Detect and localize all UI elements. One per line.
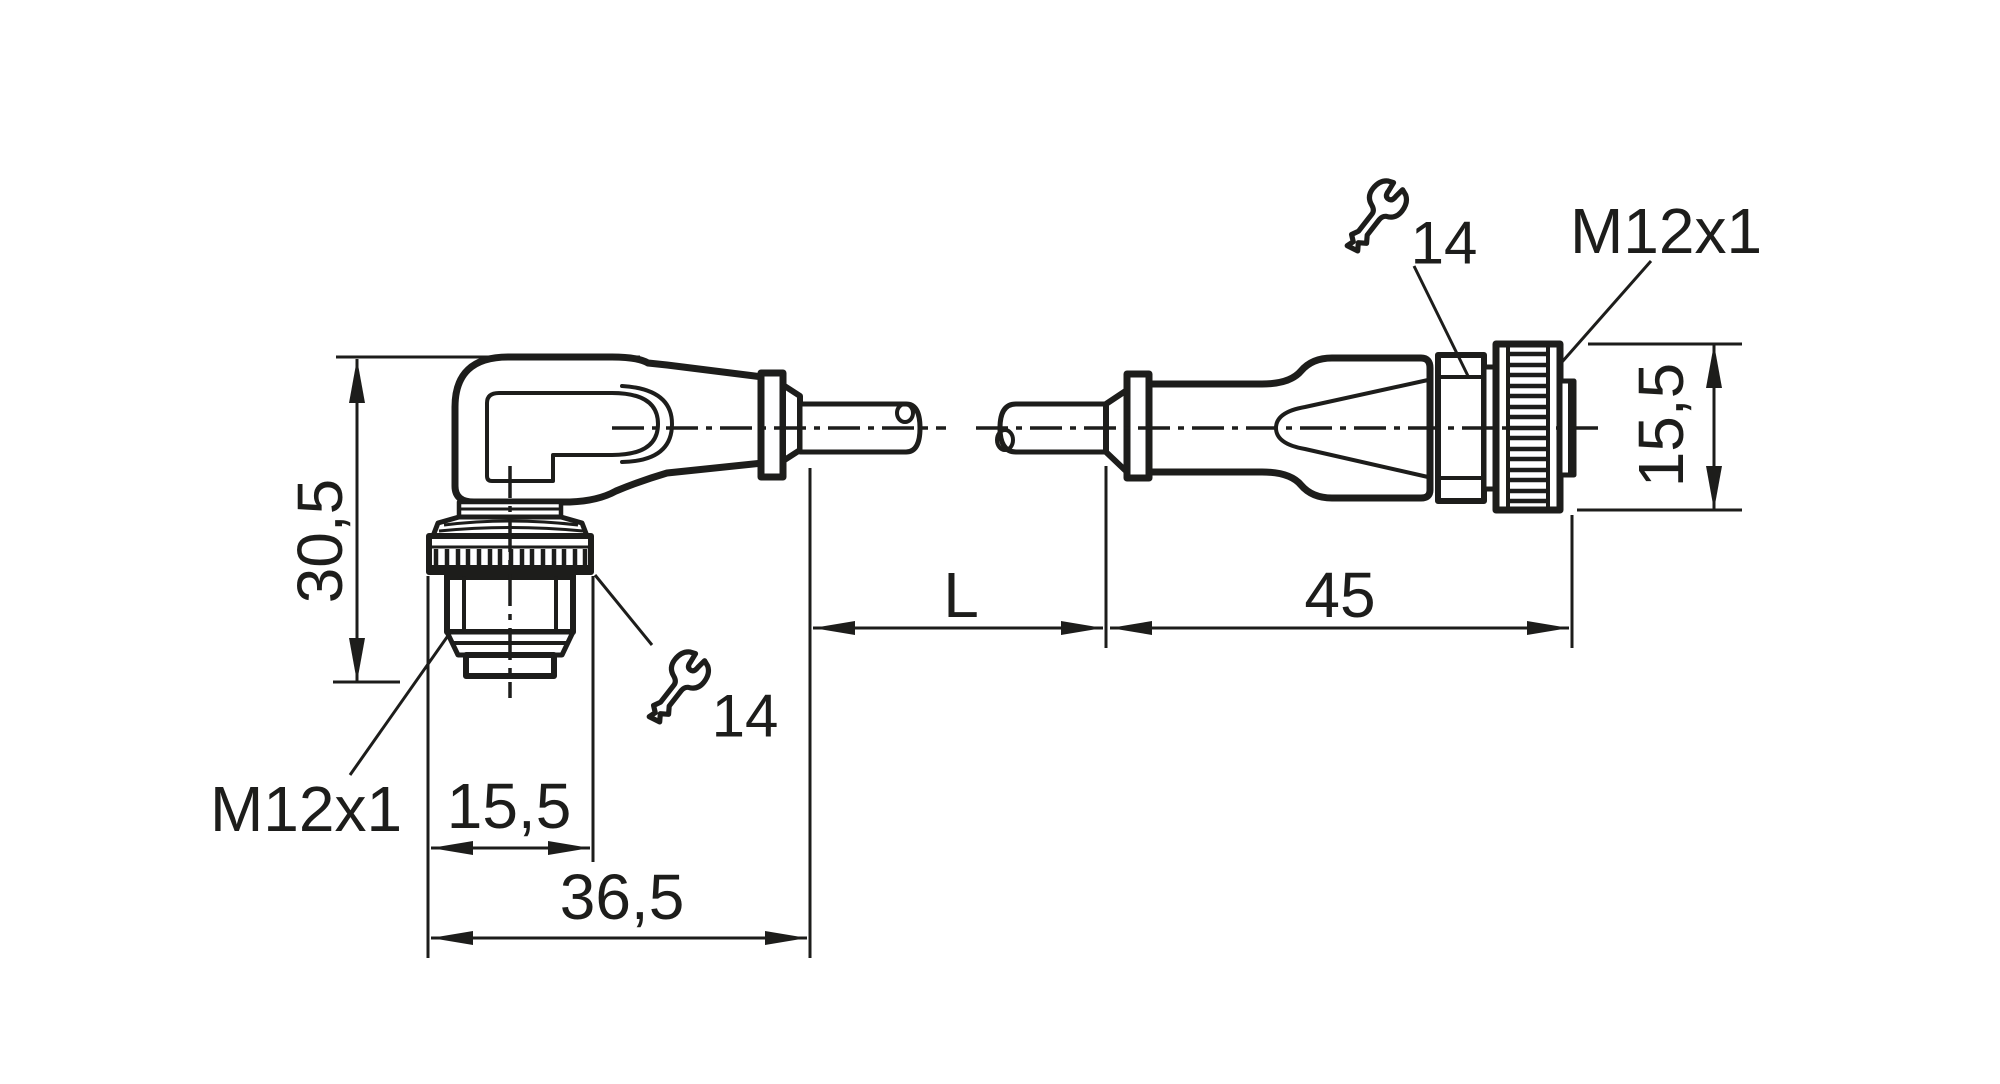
dimension-label-height: 30,5: [284, 479, 356, 604]
left-cable-ferrule: [757, 369, 787, 481]
wrench-size-label-left: 14: [712, 683, 779, 750]
dimension-label-nut-diameter: 15,5: [1625, 363, 1697, 488]
right-knurl-ribs: [1508, 351, 1548, 504]
wrench-icon: [1344, 178, 1410, 254]
arrowhead-left-icon: [431, 841, 473, 855]
dimension-label-body-length: 45: [1304, 559, 1375, 631]
wrench-size-label-right: 14: [1411, 210, 1478, 277]
dimension-36-5: 36,5: [431, 861, 807, 945]
arrowhead-right-icon: [1527, 621, 1569, 635]
dimension-label-nut-width: 15,5: [447, 770, 572, 842]
arrowhead-up-icon: [1706, 344, 1722, 388]
left-thread-callout: M12x1: [210, 629, 454, 845]
dimension-45: 45: [1110, 559, 1569, 635]
arrowhead-left-icon: [431, 931, 473, 945]
right-cable-end-detail: [995, 428, 1015, 452]
right-thread-callout: M12x1: [1560, 195, 1762, 363]
arrowhead-left-icon: [1110, 621, 1152, 635]
left-knurl-ribs: [433, 549, 588, 568]
right-wrench-callout: 14: [1344, 178, 1478, 379]
thread-label-left: M12x1: [210, 773, 402, 845]
left-connector-seam-curve: [620, 384, 674, 464]
dimension-L: L: [813, 559, 1103, 635]
leader-line-wrench-left: [593, 574, 654, 646]
wrench-icon: [646, 649, 712, 725]
arrowhead-up-icon: [349, 359, 365, 403]
thread-label-right: M12x1: [1570, 195, 1762, 267]
dimension-15-5-left: 15,5: [431, 770, 590, 855]
leader-line-wrench-right: [1412, 265, 1471, 379]
arrowhead-down-icon: [349, 638, 365, 682]
leader-line-m12x1-right: [1560, 260, 1653, 363]
arrowhead-down-icon: [1706, 466, 1722, 510]
dimension-30-5: 30,5: [284, 359, 365, 682]
left-connector-inner-contour: [485, 391, 660, 483]
leader-line-m12x1-left: [348, 629, 454, 776]
dimension-label-cable-length: L: [943, 559, 979, 631]
dimension-label-total-depth: 36,5: [560, 861, 685, 933]
arrowhead-right-icon: [765, 931, 807, 945]
left-cable-end-detail: [895, 402, 915, 424]
arrowhead-right-icon: [548, 841, 590, 855]
dimension-15-5-right: 15,5: [1625, 344, 1722, 510]
left-wrench-callout: 14: [593, 574, 779, 750]
arrowhead-right-icon: [1061, 621, 1103, 635]
left-connector: [426, 353, 946, 698]
left-cable-exit-cone: [780, 382, 803, 464]
arrowhead-left-icon: [813, 621, 855, 635]
right-connector: [976, 340, 1598, 514]
